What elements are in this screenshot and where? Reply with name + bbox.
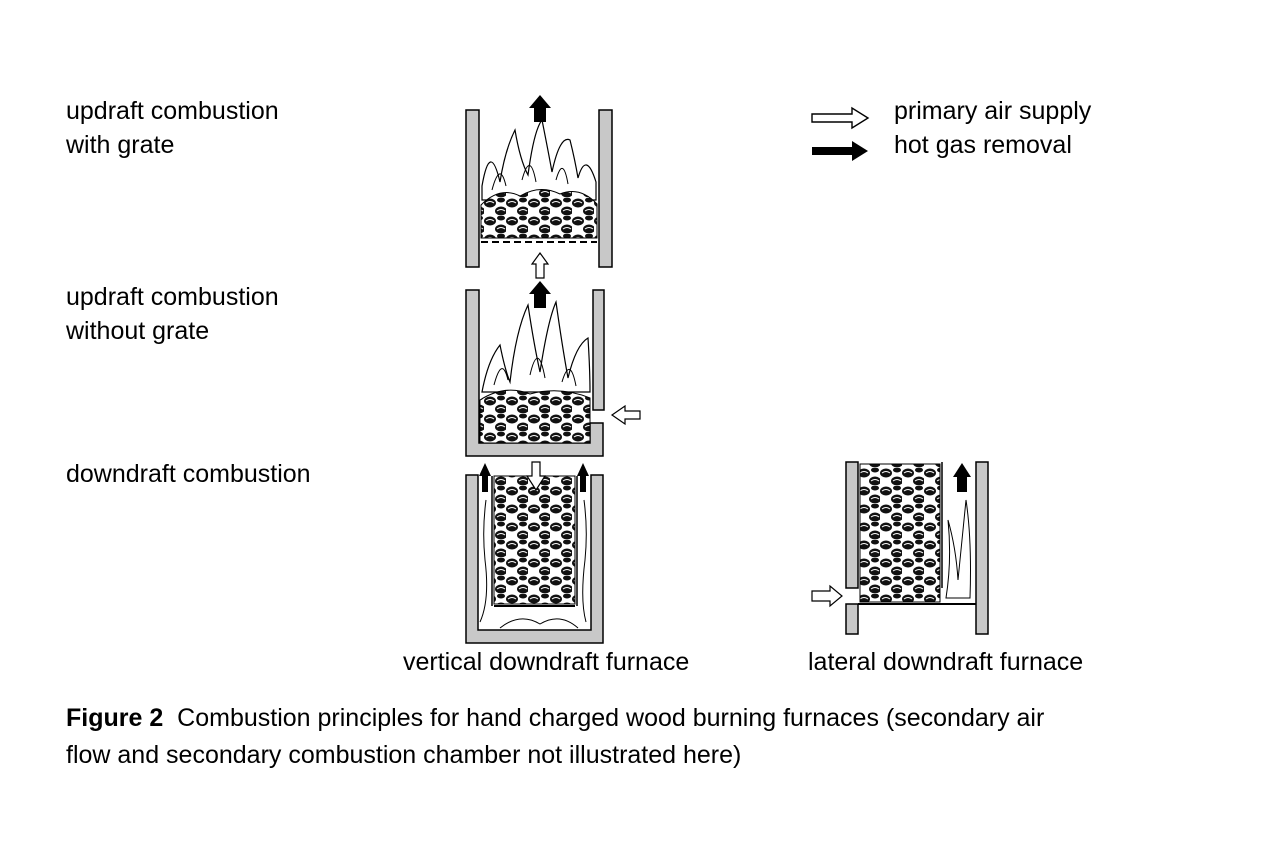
furnace-wall-left: [465, 109, 480, 268]
furnace-wall-left-upper: [845, 461, 859, 589]
primary-air-arrow-up: [530, 251, 550, 279]
label-updraft-with-grate: updraft combustion with grate: [66, 97, 279, 159]
label-lateral-furnace: lateral downdraft furnace: [808, 648, 1084, 676]
label-updraft-without-grate: updraft combustion without grate: [66, 283, 279, 345]
legend-hot-gas-arrow: [812, 141, 868, 161]
vertical-downdraft-furnace: [465, 461, 604, 644]
flames: [481, 299, 591, 393]
furnace-wall-left-lower: [845, 603, 859, 635]
furnace-outer-wall: [465, 474, 604, 644]
updraft-with-grate-furnace: [465, 95, 613, 268]
primary-air-arrow-down: [525, 461, 547, 492]
flames: [481, 118, 597, 201]
label-downdraft: downdraft combustion: [66, 460, 311, 488]
wood-fuel-bed: [480, 189, 598, 239]
lateral-downdraft-furnace: [811, 461, 989, 635]
legend-primary-air-label: primary air supply: [894, 97, 1092, 125]
primary-air-arrow-right: [811, 584, 843, 608]
caption-line-1: Combustion principles for hand charged w…: [177, 704, 1045, 732]
hot-gas-arrow: [529, 281, 551, 308]
flames-sides: [479, 499, 587, 623]
label-vertical-furnace: vertical downdraft furnace: [403, 648, 690, 676]
legend: [811, 106, 870, 161]
legend-hot-gas-label: hot gas removal: [894, 131, 1072, 159]
furnace-wall-right: [598, 109, 613, 268]
updraft-without-grate-furnace: [465, 281, 641, 457]
hot-gas-arrow: [953, 463, 971, 492]
furnace-wall-right: [975, 461, 989, 635]
flames: [945, 499, 971, 599]
primary-air-arrow-left: [610, 404, 641, 426]
hot-gas-arrow-right: [577, 463, 589, 492]
hot-gas-arrow: [529, 95, 551, 122]
furnace-wall-right: [592, 289, 605, 411]
flames-bottom: [499, 618, 579, 629]
wood-fuel-bed: [479, 389, 591, 444]
figure-caption: Figure 2 Combustion principles for hand …: [66, 700, 1044, 774]
legend-primary-air-arrow: [811, 106, 870, 130]
hot-gas-arrow-left: [479, 463, 491, 492]
wood-fuel-column: [859, 463, 941, 603]
figure-number: Figure 2: [66, 704, 164, 732]
wood-fuel-column: [493, 475, 576, 605]
caption-line-2: flow and secondary combustion chamber no…: [66, 741, 742, 769]
